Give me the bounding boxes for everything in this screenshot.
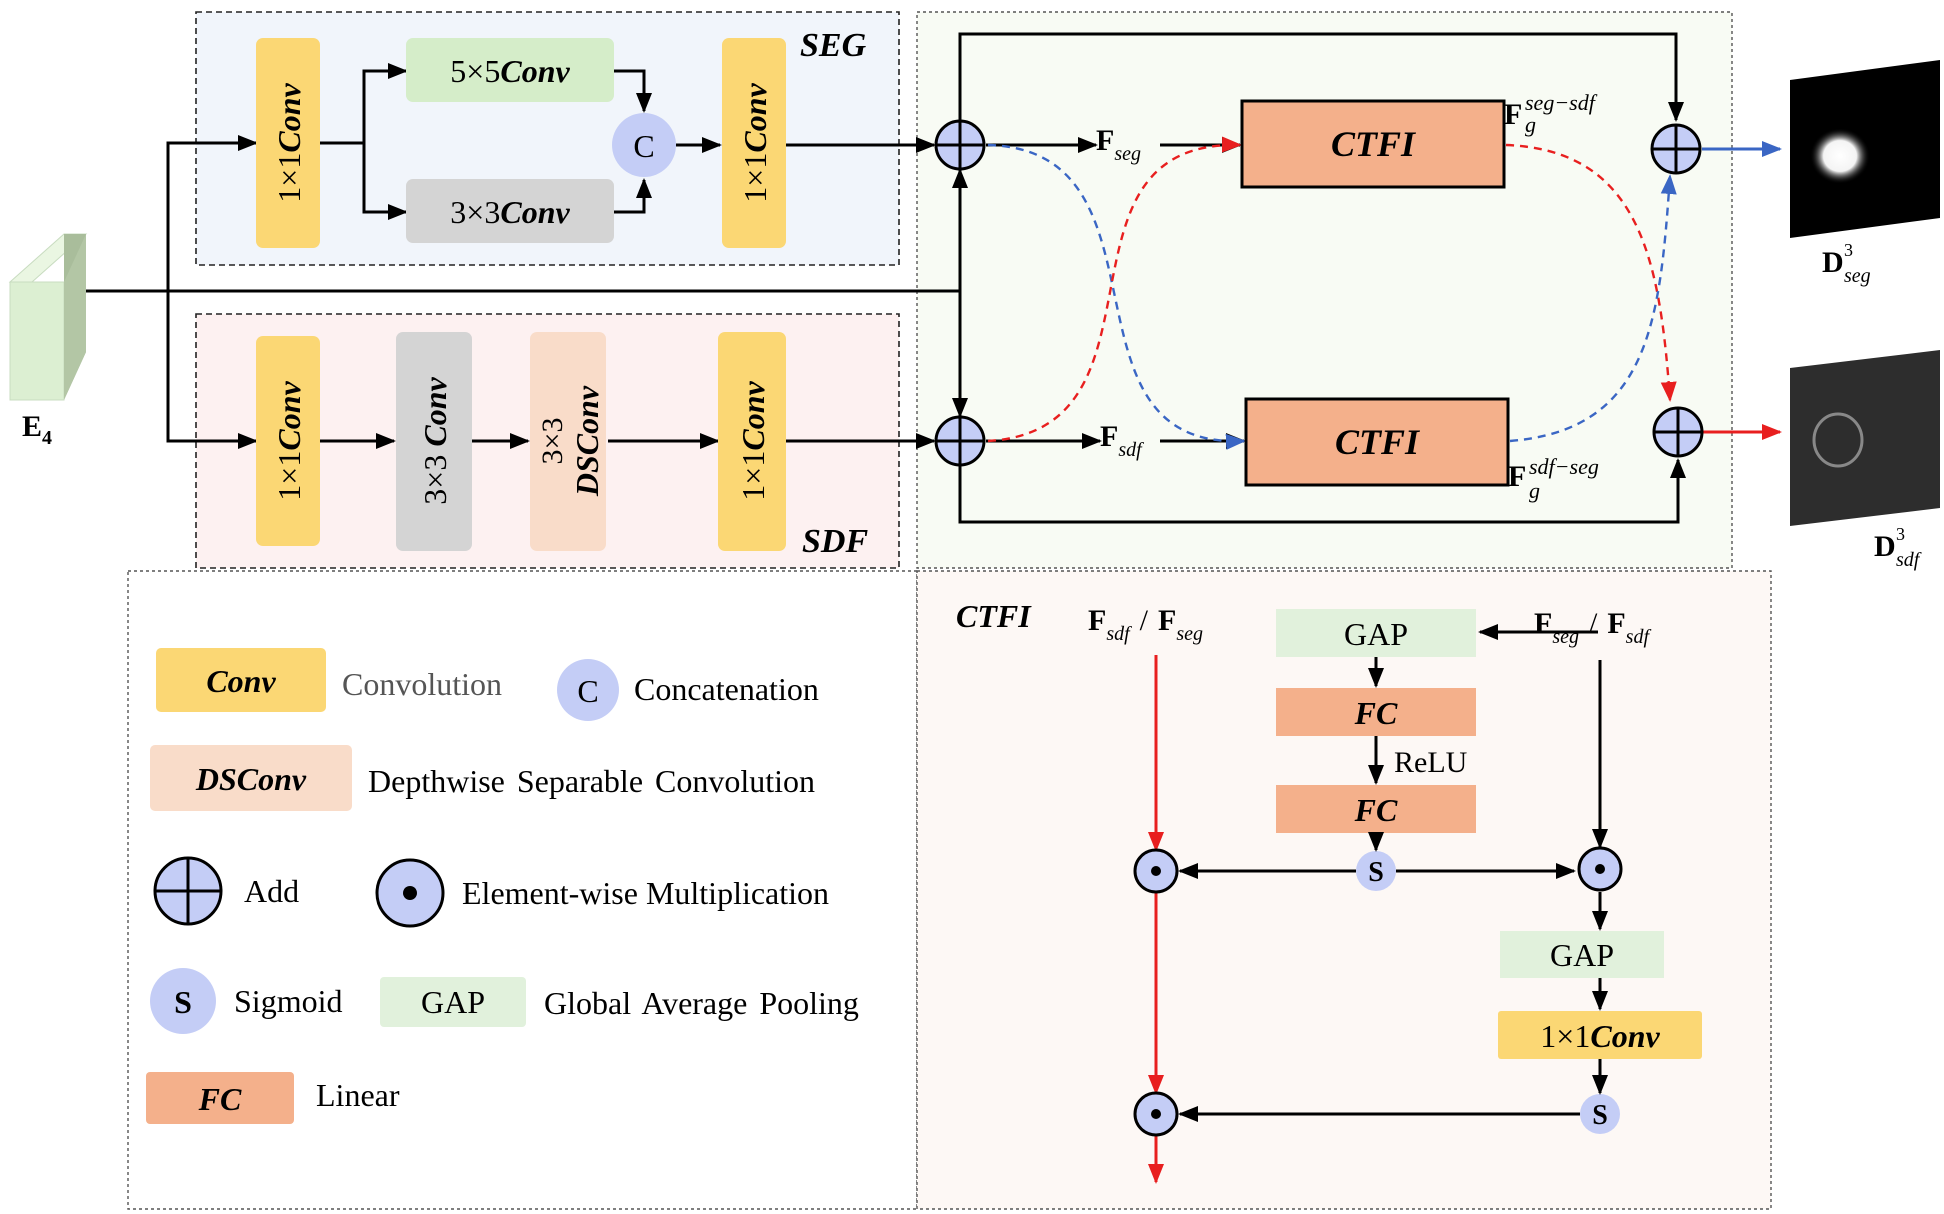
f-seg-label: Fseg — [1096, 124, 1141, 165]
fg-seg-sdf-sub: g — [1525, 112, 1536, 137]
legend-sigmoid-icon-label: S — [174, 984, 192, 1020]
ctfi-sigmoid-bottom-label: S — [1592, 1100, 1608, 1131]
ctfi-left-input: Fsdf/Fseg — [1088, 604, 1203, 645]
fg-seg-sdf-label: F — [1504, 98, 1522, 131]
seg-conv1x1-a-label: 1×1Conv — [271, 83, 307, 203]
legend-add-icon — [153, 856, 223, 926]
legend-conv-box — [156, 648, 326, 712]
sdf-conv1x1-a-label: 1×1Conv — [271, 381, 307, 501]
seg-concat-op — [612, 113, 676, 177]
seg-to-ctfi-bottom-dashed — [987, 143, 1246, 450]
add-op-sdf — [934, 415, 986, 467]
sdf-conv1x1-b — [718, 332, 786, 551]
ctfi-conv-right-label: 1×1Conv — [1540, 1018, 1660, 1054]
ctfi-gap-right-label: GAP — [1550, 937, 1614, 973]
ctfi-sigmoid-top-label: S — [1368, 857, 1384, 888]
encoder-label: E4 — [22, 410, 52, 449]
ctfi-gap-top-label: GAP — [1344, 616, 1408, 652]
seg-concat-label: C — [633, 128, 654, 164]
sdf-dsconv — [530, 332, 606, 551]
legend-fc-box — [146, 1072, 294, 1124]
legend-conv-box-label: Conv — [206, 663, 276, 699]
ctfi-mult-right — [1577, 846, 1623, 892]
sdf-output-map — [1790, 350, 1940, 526]
seg-conv3x3 — [406, 179, 614, 243]
legend-gap-text: Global Average Pooling — [544, 985, 859, 1021]
seg-conv1x1-b — [722, 38, 786, 248]
sdf-conv3x3-label: 3×3Conv — [417, 377, 453, 505]
ctfi-gap-right — [1500, 931, 1664, 978]
legend-add-text: Add — [244, 873, 299, 909]
sdf-conv1x1-a — [256, 336, 320, 546]
sdf-branch-title: SDF — [802, 523, 868, 560]
ctfi-fc2 — [1276, 785, 1476, 833]
f-sdf-label: Fsdf — [1100, 420, 1144, 461]
ctfi-detail-region — [916, 570, 1772, 1210]
d-seg-label: D — [1822, 246, 1844, 279]
legend-dsconv-box-label: DSConv — [195, 761, 307, 797]
ctfi-mult-left-bottom — [1133, 1091, 1179, 1137]
legend-concat-icon-label: C — [577, 673, 598, 709]
ctfi-mult-left-top — [1133, 848, 1179, 894]
d-seg-sup: 3 — [1844, 240, 1853, 260]
seg-conv3x3-label: 3×3Conv — [450, 194, 570, 230]
legend-gap-box-label: GAP — [421, 984, 485, 1020]
seg-conv5x5 — [406, 38, 614, 102]
ctfi-sigmoid-top — [1356, 851, 1396, 891]
legend-conv-text: Convolution — [342, 666, 502, 702]
ctfi-relu-label: ReLU — [1394, 746, 1468, 779]
seg-conv1x1-a — [256, 38, 320, 248]
legend-sigmoid-text: Sigmoid — [234, 983, 342, 1019]
d-sdf-label: D — [1874, 530, 1896, 563]
ctfi-conv-right — [1498, 1011, 1702, 1059]
ctfi-block-bottom — [1244, 397, 1510, 487]
legend-gap-box — [380, 977, 526, 1027]
add-op-seg — [934, 119, 986, 171]
ctfi-fc1-label: FC — [1354, 695, 1398, 731]
ctfi-block-top-label: CTFI — [1331, 124, 1417, 164]
sdf-conv3x3 — [396, 332, 472, 551]
legend-fc-box-label: FC — [198, 1081, 242, 1117]
sdf-dsconv-pre: 3×3 — [536, 418, 569, 465]
legend-mult-text: Element-wise Multiplication — [462, 875, 829, 911]
legend-concat-text: Concatenation — [634, 671, 819, 707]
legend-fc-text: Linear — [316, 1077, 400, 1113]
legend-dsconv-box — [150, 745, 352, 811]
d-sdf-sub: sdf — [1896, 549, 1922, 571]
ctfi-sigmoid-bottom — [1580, 1094, 1620, 1134]
legend-concat-icon — [557, 659, 619, 721]
seg-conv1x1-b-label: 1×1Conv — [737, 83, 773, 203]
ctfi-detail-connections — [1178, 624, 1608, 1122]
legend-mult-icon — [375, 858, 445, 928]
add-op-seg-out — [1650, 123, 1702, 175]
fg-seg-sdf-sup: seg−sdf — [1525, 90, 1598, 115]
ctfi-fc2-label: FC — [1354, 792, 1398, 828]
ctfi-bottom-to-seg-add-dashed — [1509, 174, 1677, 443]
fg-sdf-seg-label: F — [1508, 460, 1526, 493]
ctfi-block-top — [1240, 99, 1506, 189]
encoder-block — [8, 233, 88, 401]
ctfi-block-bottom-label: CTFI — [1335, 422, 1421, 462]
connections — [86, 32, 1686, 524]
sdf-dsconv-post: DSConv — [569, 385, 605, 497]
d-seg-sub: seg — [1844, 265, 1871, 287]
ctfi-detail-title: CTFI — [956, 598, 1032, 634]
add-op-sdf-out — [1652, 406, 1704, 458]
sdf-conv1x1-b-label: 1×1Conv — [735, 381, 771, 501]
seg-conv5x5-label: 5×5Conv — [450, 53, 570, 89]
legend-sigmoid-icon — [150, 968, 216, 1034]
ctfi-gap-top — [1276, 609, 1476, 657]
fg-sdf-seg-sup: sdf−seg — [1529, 454, 1599, 479]
seg-branch-title: SEG — [800, 27, 867, 64]
fg-sdf-seg-sub: g — [1529, 478, 1540, 503]
ctfi-fc1 — [1276, 688, 1476, 736]
sdf-to-ctfi-top-dashed — [987, 136, 1242, 443]
legend-dsconv-text: Depthwise Separable Convolution — [368, 763, 815, 799]
ctfi-top-to-sdf-add-dashed — [1505, 143, 1677, 402]
d-sdf-sup: 3 — [1896, 524, 1905, 544]
seg-output-map — [1790, 60, 1940, 238]
